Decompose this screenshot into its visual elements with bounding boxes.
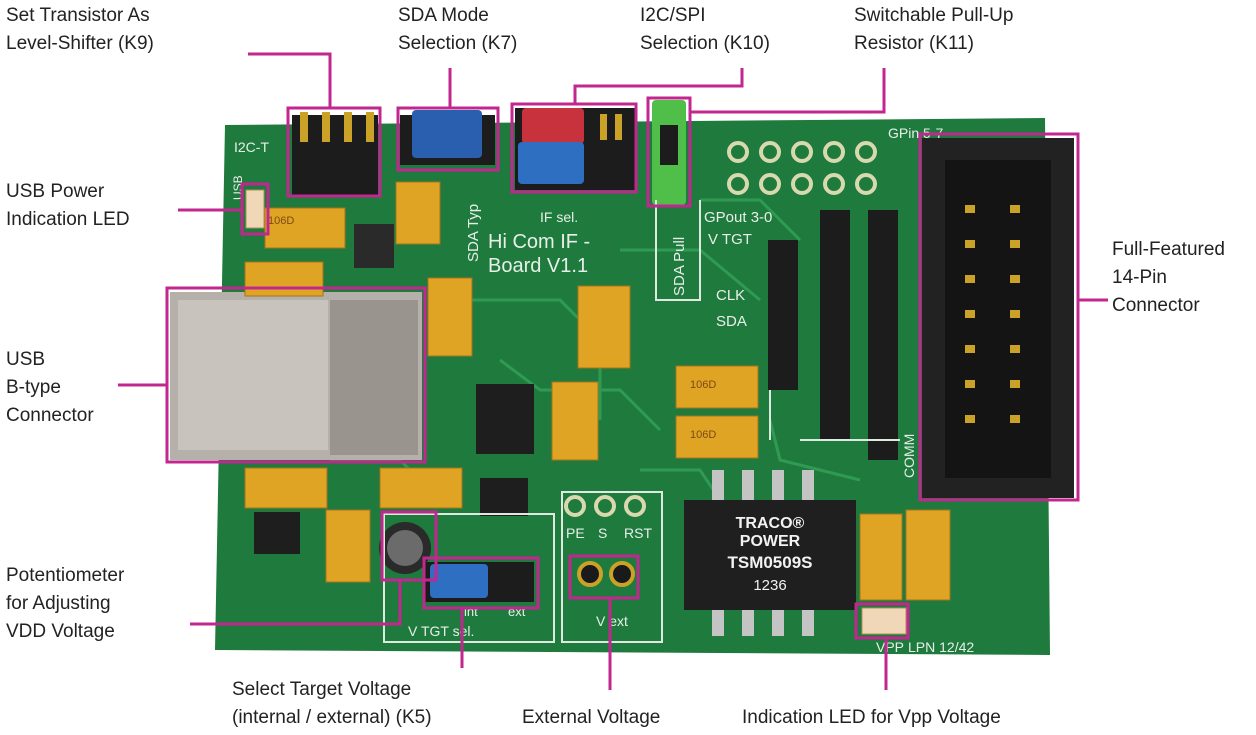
ics <box>254 224 534 554</box>
traco-line3: TSM0509S <box>727 553 812 572</box>
label-k9-level-shifter: Set Transistor As Level-Shifter (K9) <box>6 5 154 54</box>
silk-gpout: GPout 3-0 <box>704 209 772 226</box>
k10-jumpers <box>515 108 635 190</box>
traco-line2: POWER <box>740 533 801 550</box>
k9-header <box>292 112 378 195</box>
silk-gpin: GPin 5-7 <box>888 125 943 141</box>
label-14pin-connector: Full-Featured 14-Pin Connector <box>1112 239 1225 316</box>
silk-board-line2: Board V1.1 <box>488 255 588 277</box>
label-vpp-led: Indication LED for Vpp Voltage <box>742 707 1001 728</box>
silk-pe: PE <box>566 525 585 541</box>
cap-markings: 106D 106D 106D <box>268 215 716 441</box>
silk-lpn: LPN 12/42 <box>908 639 974 655</box>
pe-s-rst-pads <box>564 495 646 517</box>
silk-s: S <box>598 525 607 541</box>
capacitors <box>244 181 951 601</box>
label-k11-pull-up: Switchable Pull-Up Resistor (K11) <box>854 5 1014 54</box>
silk-rst: RST <box>624 525 652 541</box>
label-k7-sda-mode: SDA Mode Selection (K7) <box>398 5 518 54</box>
silk-clk: CLK <box>716 287 745 304</box>
silk-outlines <box>383 200 900 643</box>
silk-vpp: VPP <box>876 639 904 655</box>
silk-sda-pull: SDA Pull <box>671 237 688 296</box>
cap-marking-label: 106D <box>268 215 294 227</box>
traco-power-module: TRACO® POWER TSM0509S 1236 <box>684 470 856 636</box>
silk-ext: ext <box>508 604 526 619</box>
usb-b-connector <box>170 292 422 460</box>
traco-line4: 1236 <box>753 577 786 594</box>
gpin-pads <box>727 141 877 195</box>
silk-text: I2C-T USB SDA Typ IF sel. Hi Com IF - Bo… <box>231 125 974 655</box>
traco-line1: TRACO® <box>736 515 805 532</box>
k7-jumper <box>400 110 495 165</box>
k11-jumper <box>652 100 686 205</box>
silk-int: int <box>464 604 478 619</box>
label-usb-b-connector: USB B-type Connector <box>6 349 94 426</box>
silk-if-sel: IF sel. <box>540 209 578 225</box>
pin14-connector <box>922 138 1074 498</box>
cap-marking-label: 106D <box>690 429 716 441</box>
silk-i2c-t: I2C-T <box>234 139 269 155</box>
silk-vext: V ext <box>596 613 628 629</box>
silk-board-line1: Hi Com IF - <box>488 231 590 253</box>
usb-led <box>245 189 265 229</box>
label-usb-power-led: USB Power Indication LED <box>6 181 130 230</box>
silk-comm: COMM <box>901 434 917 478</box>
cap-marking-label: 106D <box>690 379 716 391</box>
vext-terminals <box>577 561 635 587</box>
gpout-headers <box>768 210 898 460</box>
label-external-voltage: External Voltage <box>522 707 661 728</box>
silk-sda-typ: SDA Typ <box>465 204 482 262</box>
silk-vtgt: V TGT <box>708 231 752 248</box>
silk-sda: SDA <box>716 313 747 330</box>
label-k5-target-voltage: Select Target Voltage (internal / extern… <box>232 679 432 728</box>
silk-vtgt-sel: V TGT sel. <box>408 623 474 639</box>
annotation-lines <box>118 52 1108 690</box>
vpp-led <box>861 607 907 635</box>
potentiometer <box>379 522 431 574</box>
label-k10-i2c-spi: I2C/SPI Selection (K10) <box>640 5 770 54</box>
label-potentiometer: Potentiometer for Adjusting VDD Voltage <box>6 565 125 642</box>
k5-jumper <box>424 562 534 602</box>
